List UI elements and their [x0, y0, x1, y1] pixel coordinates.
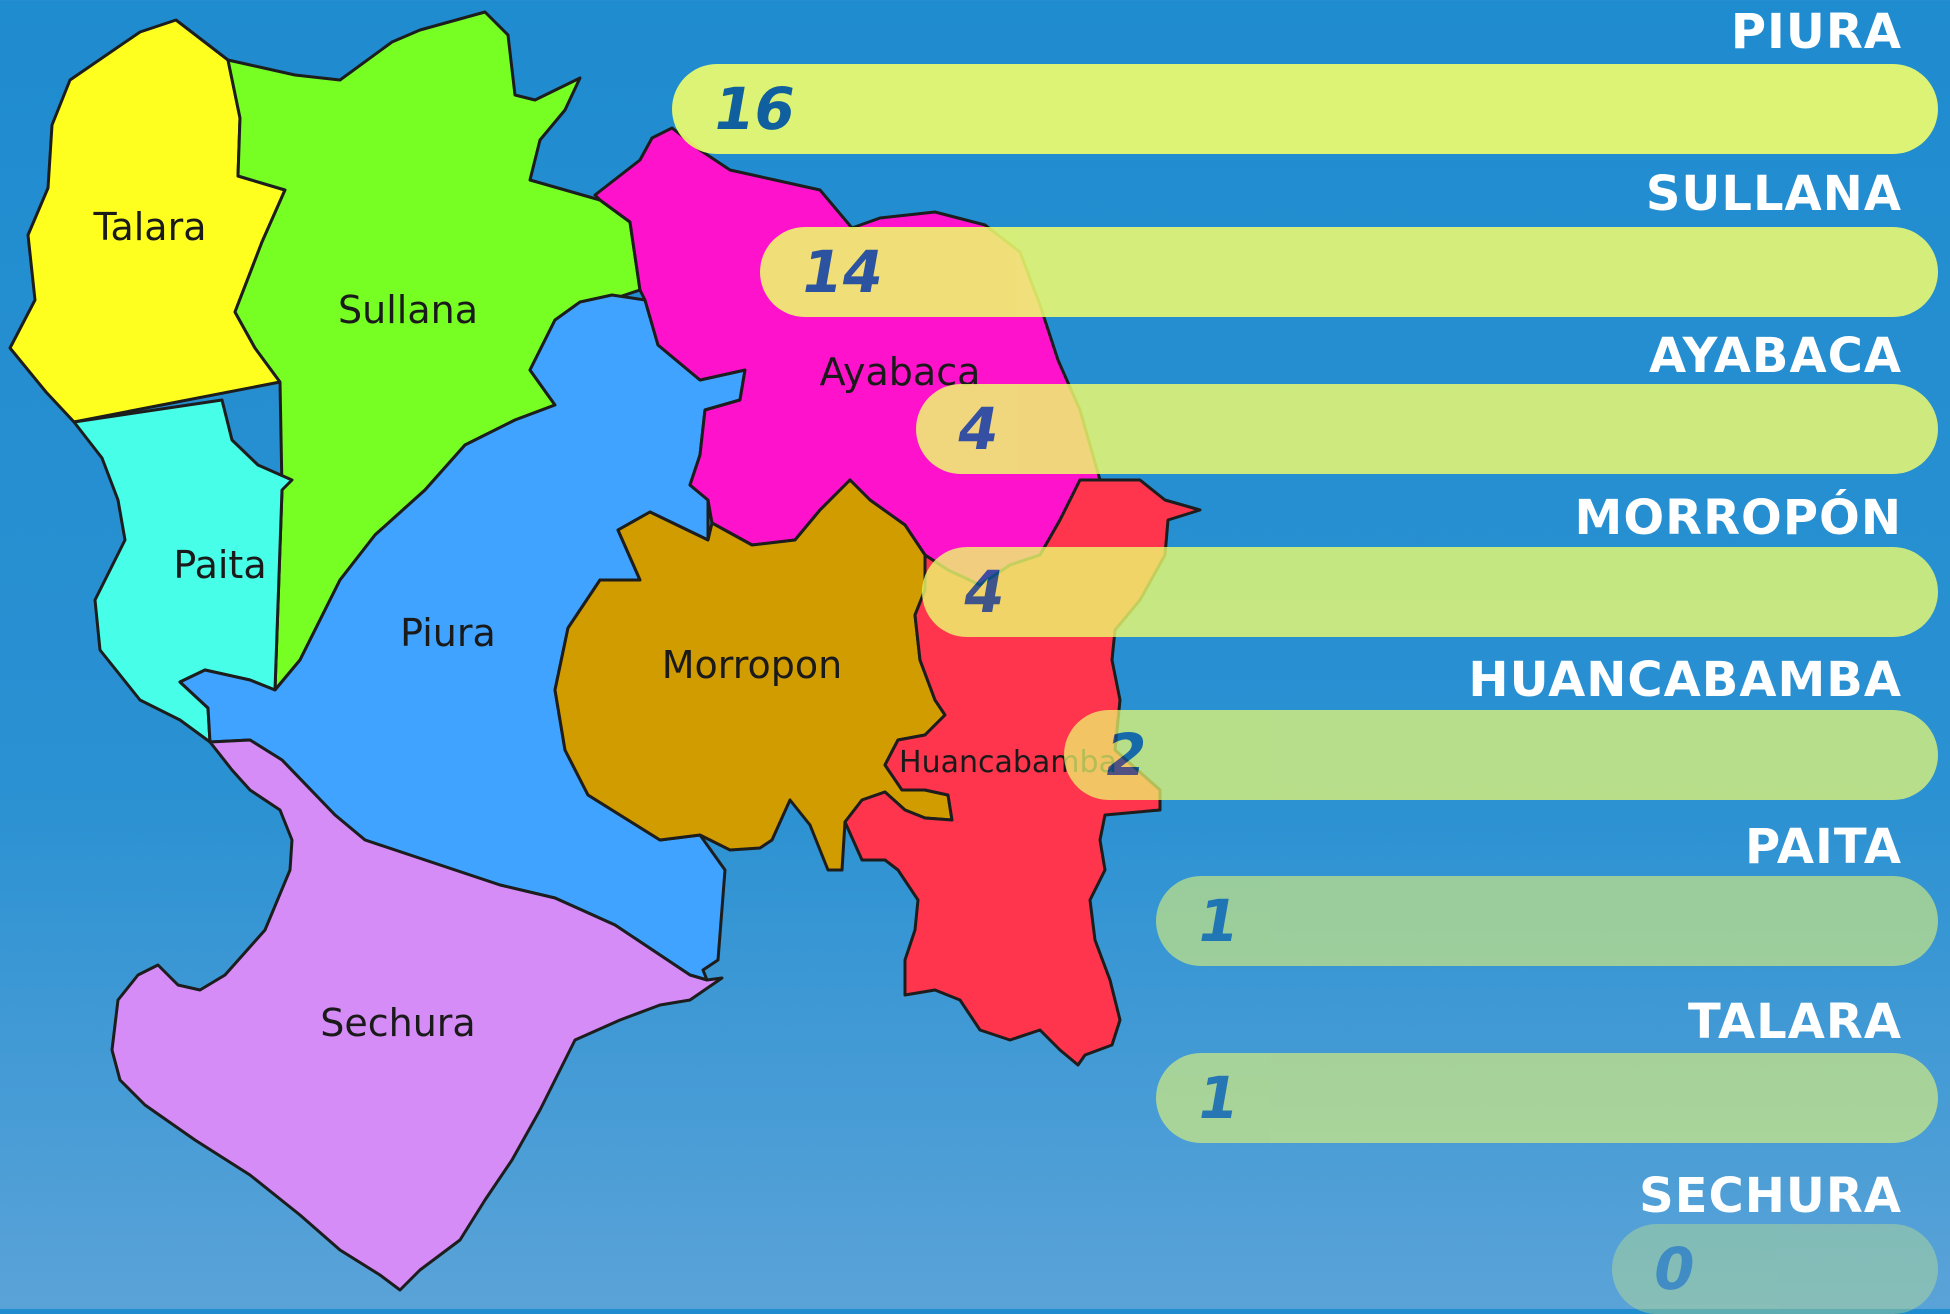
row-label-piura: PIURA [1730, 4, 1902, 60]
bar-value-piura: 16 [708, 75, 801, 143]
bar-huancabamba: 2 [1064, 710, 1938, 800]
bar-value-paita: 1 [1192, 887, 1245, 955]
region-label-paita: Paita [173, 543, 266, 587]
region-label-sechura: Sechura [320, 1001, 475, 1045]
bar-sullana: 14 [760, 227, 1938, 317]
bar-sechura: 0 [1612, 1224, 1938, 1314]
region-label-morropon: Morropon [662, 643, 842, 687]
bar-value-huancabamba: 2 [1100, 721, 1153, 789]
bar-value-talara: 1 [1192, 1064, 1245, 1132]
row-label-sechura: SECHURA [1639, 1168, 1902, 1224]
bar-talara: 1 [1156, 1053, 1938, 1143]
region-label-piura: Piura [400, 611, 496, 655]
row-label-paita: PAITA [1745, 819, 1902, 875]
row-label-morropon: MORROPÓN [1574, 490, 1902, 546]
bar-paita: 1 [1156, 876, 1938, 966]
region-label-sullana: Sullana [338, 288, 478, 332]
row-label-huancabamba: HUANCABAMBA [1468, 652, 1902, 708]
bar-value-ayabaca: 4 [952, 395, 1005, 463]
bar-ayabaca: 4 [916, 384, 1938, 474]
row-label-ayabaca: AYABACA [1649, 328, 1902, 384]
bar-morropon: 4 [922, 547, 1938, 637]
region-label-talara: Talara [93, 205, 207, 249]
bar-value-sullana: 14 [796, 238, 889, 306]
row-label-talara: TALARA [1687, 994, 1902, 1050]
row-label-sullana: SULLANA [1645, 166, 1902, 222]
bar-value-sechura: 0 [1648, 1235, 1701, 1303]
bar-value-morropon: 4 [958, 558, 1011, 626]
region-sechura[interactable] [110, 738, 724, 1292]
bar-piura: 16 [672, 64, 1938, 154]
